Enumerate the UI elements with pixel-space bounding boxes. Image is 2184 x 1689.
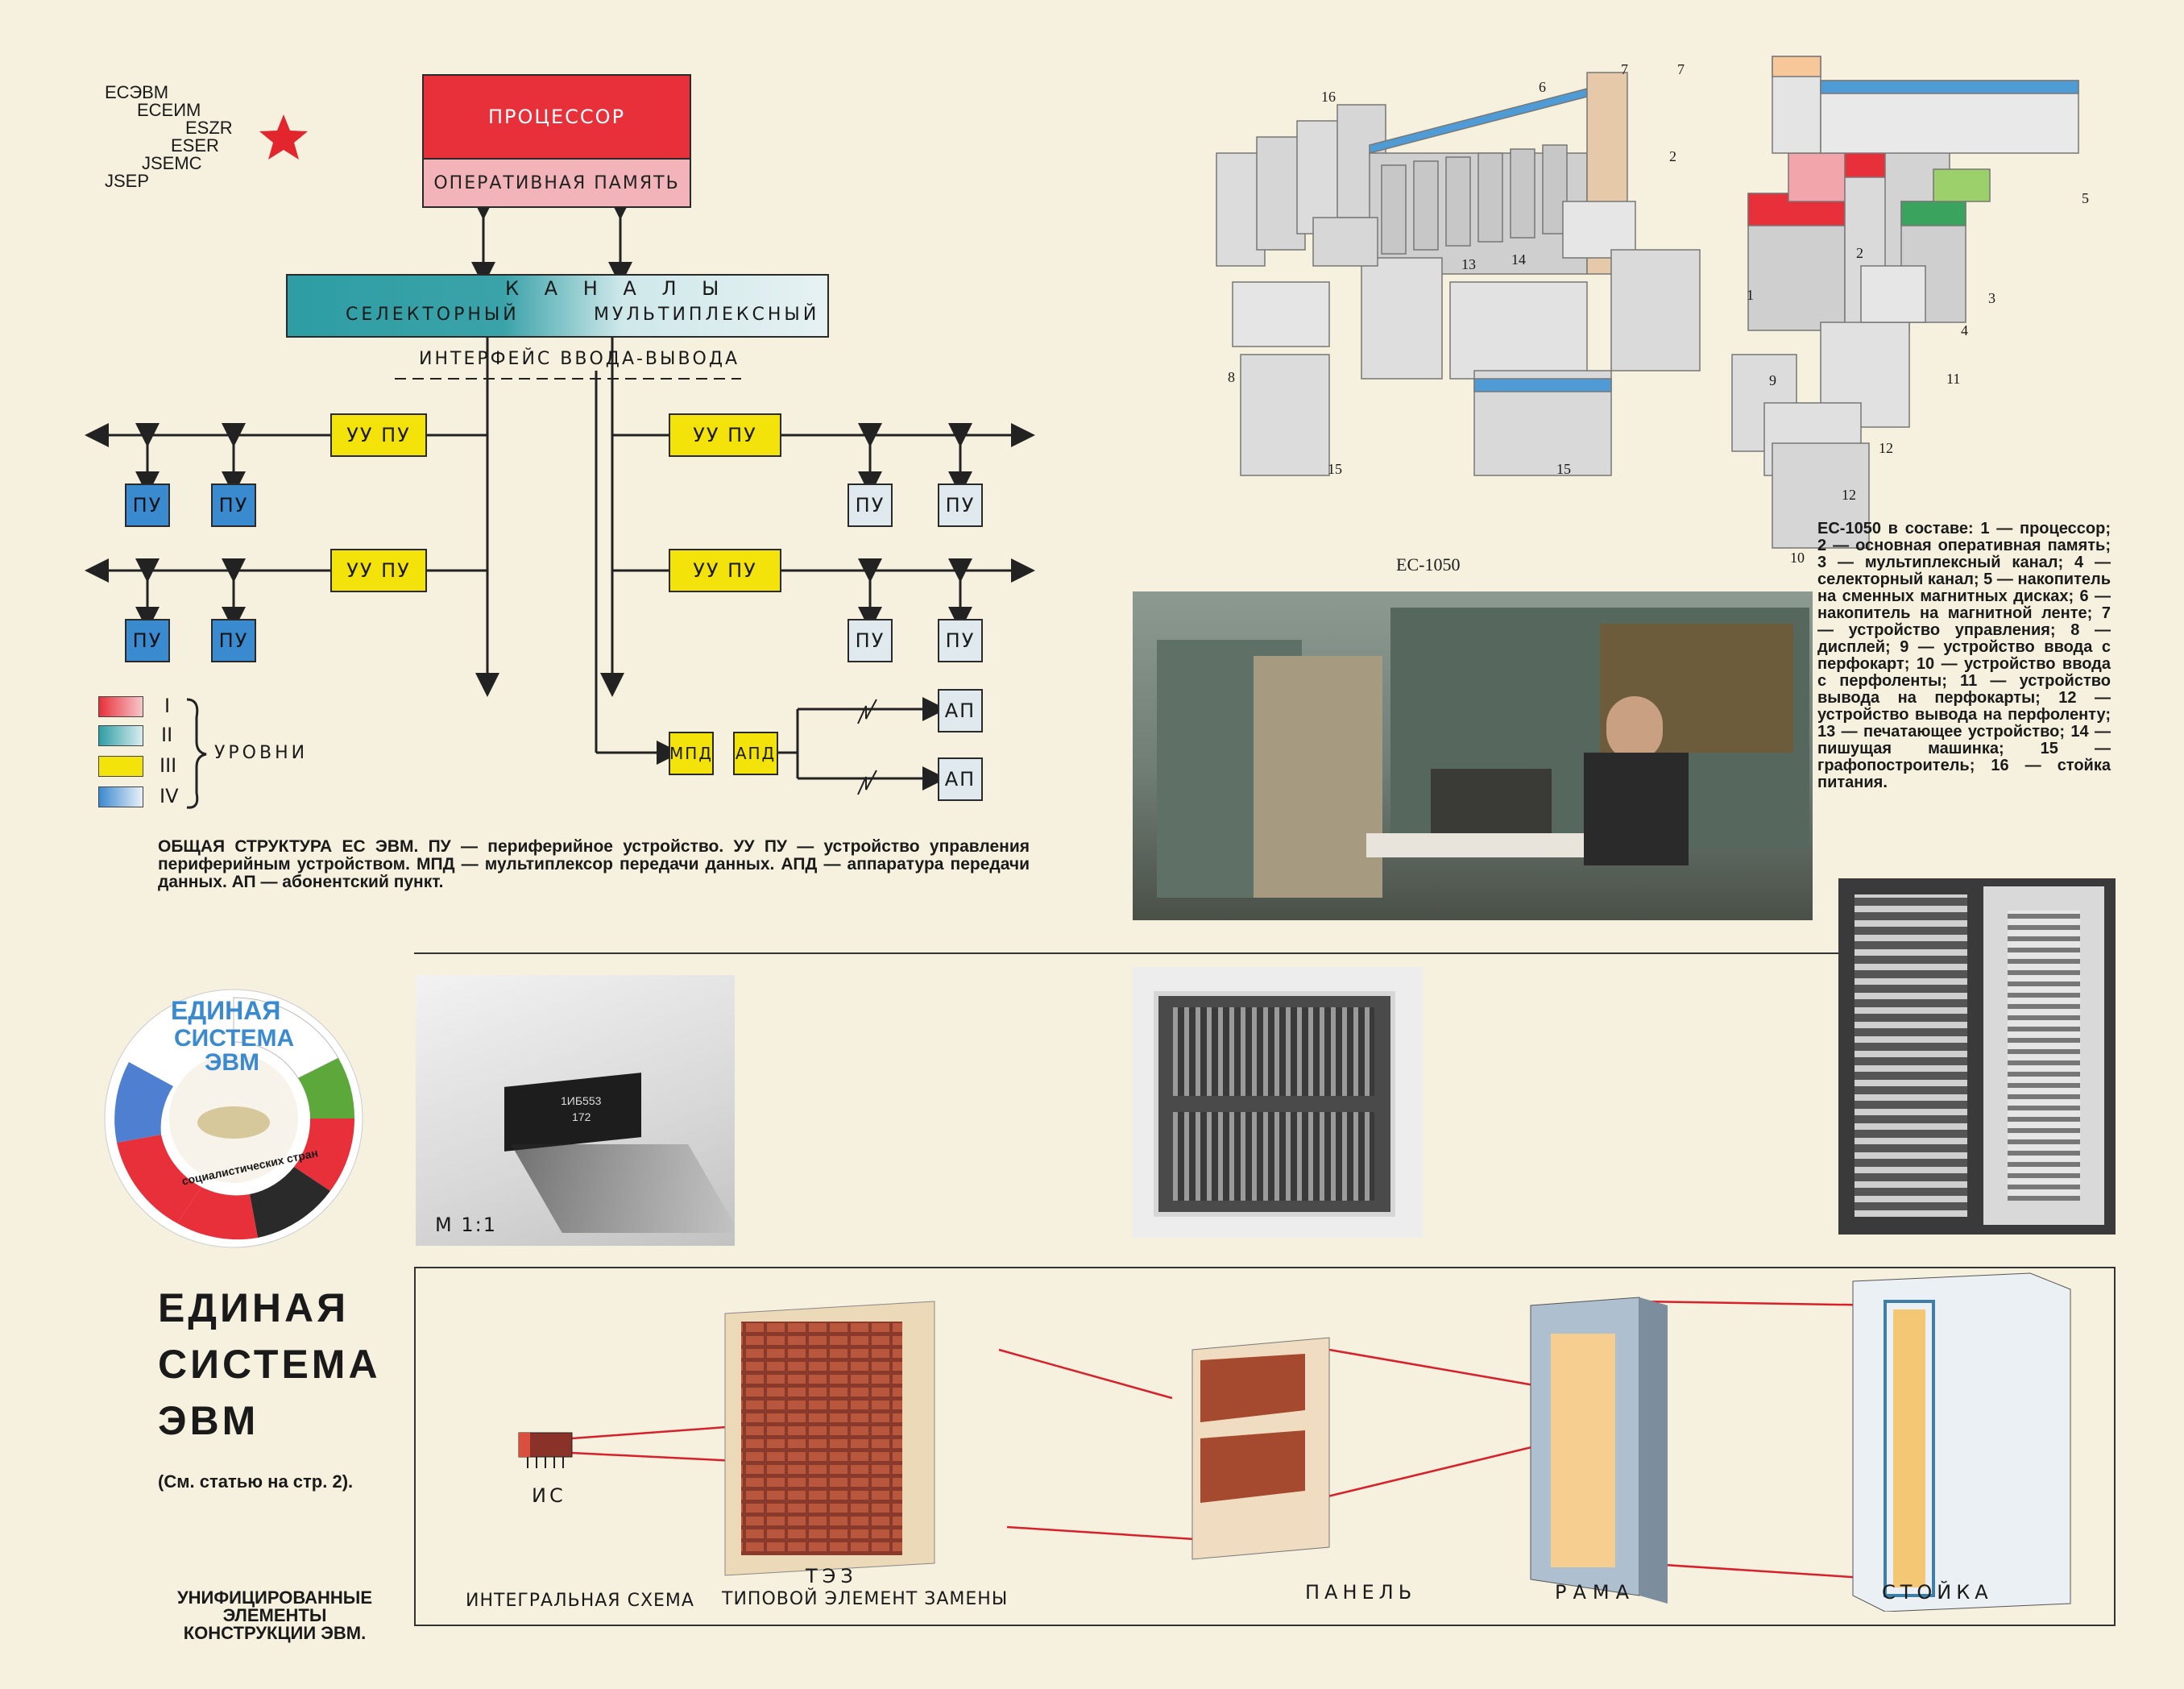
es1050-label: ЕС-1050 xyxy=(1396,554,1461,575)
legend-swatch-level-4 xyxy=(98,786,143,807)
chip-marking: 1ИБ553 xyxy=(561,1094,602,1107)
es1050-part-number: 5 xyxy=(2082,190,2089,206)
ic-short-label: ИС xyxy=(532,1484,566,1507)
es1050-part-number: 12 xyxy=(1842,487,1856,503)
logo-text-line: СИСТЕМА xyxy=(174,1025,295,1052)
memory-label: ОПЕРАТИВНАЯ ПАМЯТЬ xyxy=(433,172,680,193)
page-title-line: СИСТЕМА xyxy=(158,1342,381,1387)
uu-pu-block: УУ ПУ xyxy=(330,549,427,592)
uu-pu-block: УУ ПУ xyxy=(330,413,427,457)
legend-level-label: II xyxy=(161,724,173,746)
es1050-part-number: 9 xyxy=(1769,372,1776,388)
article-reference: (См. статью на стр. 2). xyxy=(158,1471,354,1492)
legend-swatch-level-3 xyxy=(98,756,143,777)
section-divider xyxy=(414,1625,2116,1626)
logo-text-line: ЭВМ xyxy=(205,1049,259,1076)
es1050-part-number: 14 xyxy=(1511,251,1526,268)
es1050-part-number: 3 xyxy=(1988,290,1995,306)
selector-channel-label: СЕЛЕКТОРНЫЙ xyxy=(346,305,520,325)
pu-block: ПУ xyxy=(125,483,170,527)
pu-block: ПУ xyxy=(125,619,170,662)
pu-block: ПУ xyxy=(938,483,983,527)
legend-level-label: I xyxy=(164,695,171,717)
processor-block: ПРОЦЕССОР xyxy=(422,74,691,158)
es-evm-logo xyxy=(104,989,363,1248)
es1050-caption: ЕС-1050 в составе: 1 — процессор; 2 — ос… xyxy=(1817,520,2111,791)
processor-label: ПРОЦЕССОР xyxy=(487,106,626,128)
page-title-line: ЕДИНАЯ xyxy=(158,1285,350,1330)
es1050-part-number: 7 xyxy=(1621,61,1628,77)
frame-label: РАМА xyxy=(1555,1581,1636,1604)
panel-label: ПАНЕЛЬ xyxy=(1305,1581,1417,1604)
channels-block: К А Н А Л Ы СЕЛЕКТОРНЫЙ МУЛЬТИПЛЕКСНЫЙ xyxy=(286,274,829,338)
es1050-part-number: 13 xyxy=(1461,256,1476,272)
es1050-part-number: 1 xyxy=(1747,287,1754,303)
pu-block: ПУ xyxy=(847,619,893,662)
rack-label: СТОЙКА xyxy=(1882,1581,1993,1604)
apd-block: АПД xyxy=(733,732,778,775)
uu-pu-block: УУ ПУ xyxy=(669,549,781,592)
operator-photo xyxy=(1133,591,1813,920)
es1050-part-number: 8 xyxy=(1228,369,1235,385)
es1050-part-number: 6 xyxy=(1539,79,1546,95)
logo-text-line: ЕДИНАЯ xyxy=(171,996,281,1025)
red-star-icon xyxy=(259,114,308,160)
legend-swatch-level-2 xyxy=(98,725,143,746)
section-divider xyxy=(414,1267,416,1626)
memory-block: ОПЕРАТИВНАЯ ПАМЯТЬ xyxy=(422,158,691,208)
pu-block: ПУ xyxy=(938,619,983,662)
standard-item: JSEMC xyxy=(142,153,202,173)
es1050-part-number: 4 xyxy=(1961,322,1968,338)
chip-marking: 172 xyxy=(572,1110,591,1123)
section-divider xyxy=(2114,1267,2116,1626)
standard-item: ESER xyxy=(171,135,219,156)
tez-label: ТИПОВОЙ ЭЛЕМЕНТ ЗАМЕНЫ xyxy=(722,1589,1009,1609)
pu-block: ПУ xyxy=(847,483,893,527)
mpd-block: МПД xyxy=(669,732,714,775)
ap-block: АП xyxy=(938,689,983,732)
pu-block: ПУ xyxy=(211,483,256,527)
es1050-part-number: 16 xyxy=(1321,89,1336,105)
standard-item: ESZR xyxy=(185,118,233,138)
es1050-part-number: 12 xyxy=(1879,440,1893,456)
es1050-part-number: 15 xyxy=(1556,461,1571,477)
chip-scale-label: М 1:1 xyxy=(435,1214,497,1236)
es1050-part-number: 7 xyxy=(1677,61,1685,77)
standard-item: ЕСЕИМ xyxy=(137,100,201,120)
channels-title: К А Н А Л Ы xyxy=(505,277,729,300)
diagram-caption: ОБЩАЯ СТРУКТУРА ЕС ЭВМ. ПУ — периферийно… xyxy=(158,837,1030,891)
es1050-part-number: 15 xyxy=(1328,461,1342,477)
unified-elements-title: УНИФИЦИРОВАННЫЕ ЭЛЕМЕНТЫ КОНСТРУКЦИИ ЭВМ… xyxy=(176,1587,373,1643)
ic-label: ИНТЕГРАЛЬНАЯ СХЕМА xyxy=(466,1591,694,1611)
legend-swatch-level-1 xyxy=(98,696,143,717)
legend-level-label: IV xyxy=(160,785,179,807)
uu-pu-block: УУ ПУ xyxy=(669,413,781,457)
chip-photo: 1ИБ553 172 М 1:1 xyxy=(416,975,735,1246)
ap-block: АП xyxy=(938,757,983,801)
section-divider xyxy=(414,1267,2116,1268)
io-interface-label: ИНТЕРФЕЙС ВВОДА-ВЫВОДА xyxy=(419,349,740,369)
es1050-part-number: 11 xyxy=(1946,371,1961,387)
multiplex-channel-label: МУЛЬТИПЛЕКСНЫЙ xyxy=(594,305,820,325)
legend-level-label: III xyxy=(160,754,177,777)
unified-elements-drawing xyxy=(518,1272,2071,1612)
es1050-part-number: 2 xyxy=(1669,148,1676,164)
es1050-part-number: 2 xyxy=(1856,245,1863,261)
es1050-illustration xyxy=(1216,56,2079,549)
pu-block: ПУ xyxy=(211,619,256,662)
standard-item: ЕСЭВМ xyxy=(105,82,169,102)
standards-list: ЕСЭВМ ЕСЕИМ ESZR ESER JSEMC JSEP xyxy=(97,84,233,190)
legend-levels-title: УРОВНИ xyxy=(214,743,309,763)
es1050-part-number: 10 xyxy=(1790,550,1805,566)
page-title-line: ЭВМ xyxy=(158,1398,259,1443)
rack-photo xyxy=(1838,878,2116,1235)
board-photo xyxy=(1133,967,1423,1238)
section-divider xyxy=(414,952,1838,954)
tez-short-label: ТЭЗ xyxy=(806,1565,858,1587)
standard-item: JSEP xyxy=(105,171,150,191)
